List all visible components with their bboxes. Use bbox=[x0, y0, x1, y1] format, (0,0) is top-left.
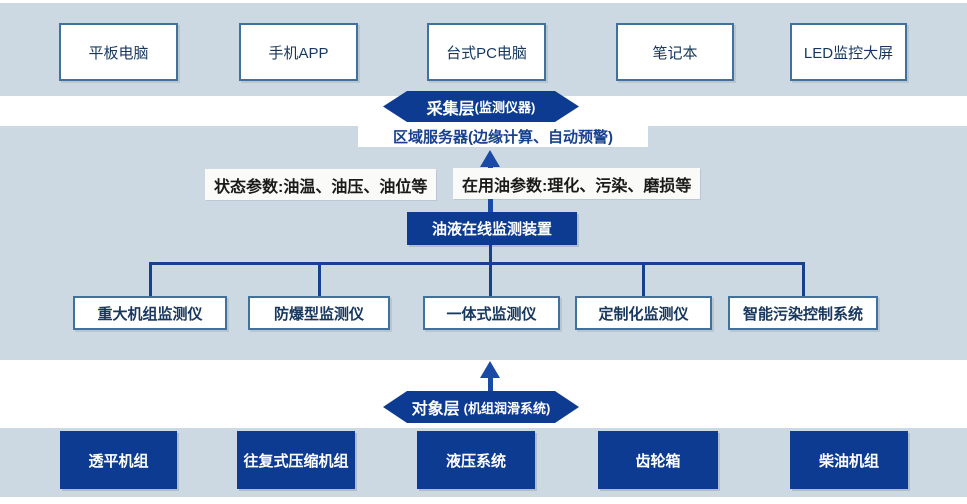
object-layer-subtitle: (机组润滑系统) bbox=[463, 400, 551, 416]
connector-drop bbox=[802, 262, 805, 296]
equipment-box-diesel-unit: 柴油机组 bbox=[790, 431, 908, 489]
terminal-label: 台式PC电脑 bbox=[446, 44, 527, 62]
terminal-label: 笔记本 bbox=[652, 44, 698, 62]
terminal-box-laptop: 笔记本 bbox=[616, 23, 734, 81]
equipment-label: 往复式压缩机组 bbox=[243, 452, 349, 470]
collection-layer-badge: 采集层 (监测仪器) bbox=[383, 91, 579, 122]
terminal-label: LED监控大屏 bbox=[803, 44, 894, 62]
equipment-label: 液压系统 bbox=[445, 452, 506, 470]
equipment-box-gearbox: 齿轮箱 bbox=[598, 431, 718, 489]
equipment-label: 透平机组 bbox=[88, 452, 149, 470]
state-parameters-text: 状态参数:油温、油压、油位等 bbox=[214, 178, 428, 196]
monitor-label: 防爆型监测仪 bbox=[273, 305, 364, 323]
connector-drop bbox=[149, 262, 152, 296]
state-parameters-label: 状态参数:油温、油压、油位等 bbox=[205, 169, 437, 200]
monitor-box-integrated: 一体式监测仪 bbox=[423, 296, 560, 330]
monitoring-device-label: 油液在线监测装置 bbox=[431, 221, 552, 238]
connector-drop bbox=[318, 262, 321, 296]
connector-horizontal bbox=[149, 262, 805, 265]
equipment-box-turbine: 透平机组 bbox=[60, 431, 177, 489]
collection-layer-title: 采集层 bbox=[426, 100, 475, 118]
equipment-box-hydraulic-system: 液压系统 bbox=[417, 431, 535, 489]
connector-drop bbox=[489, 262, 492, 296]
monitor-box-pollution-control: 智能污染控制系统 bbox=[728, 296, 878, 330]
terminal-label: 平板电脑 bbox=[88, 44, 149, 62]
monitor-box-explosion-proof: 防爆型监测仪 bbox=[248, 296, 390, 330]
terminal-box-desktop-pc: 台式PC电脑 bbox=[427, 23, 546, 81]
oil-parameters-label: 在用油参数:理化、污染、磨损等 bbox=[453, 168, 701, 199]
equipment-box-reciprocating-compressor: 往复式压缩机组 bbox=[237, 431, 355, 489]
connector-drop bbox=[642, 262, 645, 296]
up-arrow-shaft bbox=[488, 376, 493, 393]
up-arrow-icon bbox=[480, 150, 500, 167]
terminal-box-led-screen: LED监控大屏 bbox=[790, 23, 907, 81]
monitor-box-customized: 定制化监测仪 bbox=[575, 296, 712, 330]
connector-stem bbox=[489, 245, 492, 264]
regional-server-box: 区域服务器(边缘计算、自动预警) bbox=[358, 125, 648, 147]
collection-layer-subtitle: (监测仪器) bbox=[474, 100, 536, 115]
monitor-label: 重大机组监测仪 bbox=[97, 305, 203, 323]
equipment-label: 柴油机组 bbox=[818, 452, 879, 470]
up-arrow-icon bbox=[480, 361, 500, 378]
object-layer-badge: 对象层 (机组润滑系统) bbox=[383, 391, 579, 423]
terminal-label: 手机APP bbox=[268, 44, 329, 62]
monitor-label: 一体式监测仪 bbox=[446, 305, 537, 323]
monitor-box-major-unit: 重大机组监测仪 bbox=[73, 296, 227, 330]
object-layer-title: 对象层 bbox=[411, 401, 460, 418]
monitoring-device-box: 油液在线监测装置 bbox=[407, 212, 577, 245]
terminal-box-tablet: 平板电脑 bbox=[59, 23, 178, 81]
monitor-label: 智能污染控制系统 bbox=[742, 305, 863, 323]
terminal-box-mobile-app: 手机APP bbox=[239, 23, 358, 81]
monitor-label: 定制化监测仪 bbox=[598, 305, 689, 323]
oil-parameters-text: 在用油参数:理化、污染、磨损等 bbox=[462, 177, 692, 195]
regional-server-label: 区域服务器(边缘计算、自动预警) bbox=[393, 128, 613, 146]
equipment-label: 齿轮箱 bbox=[635, 452, 681, 470]
